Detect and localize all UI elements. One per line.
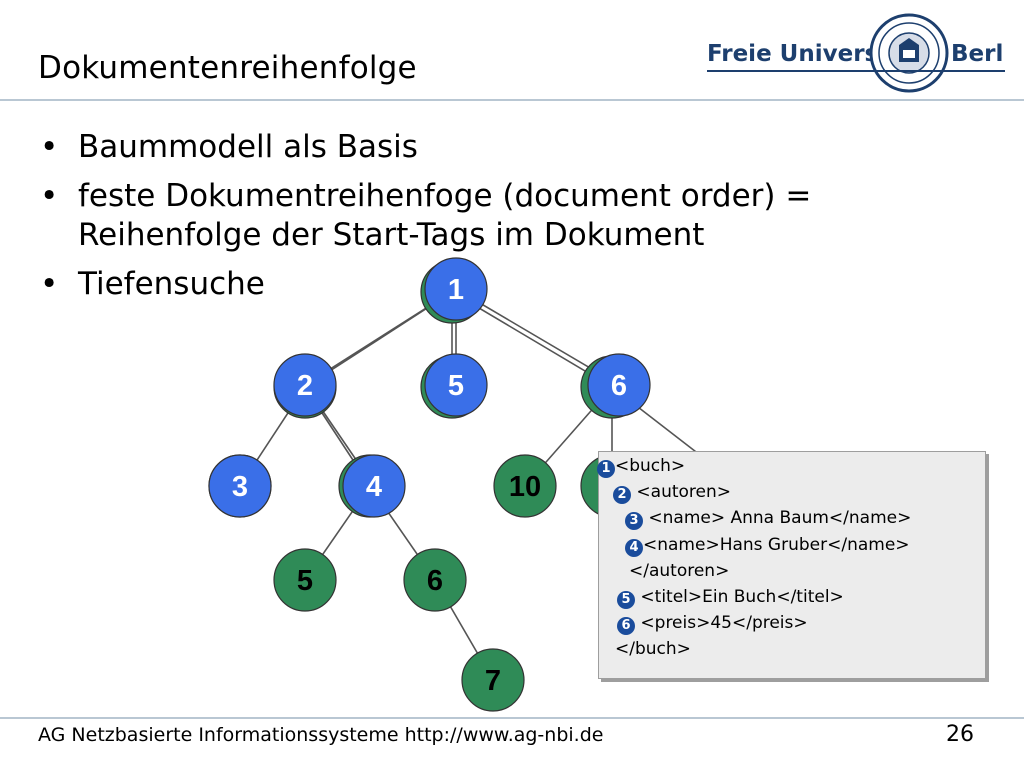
green-node: 7 — [461, 648, 525, 712]
node-label: 5 — [448, 370, 464, 402]
code-line: <autoren> — [631, 482, 731, 503]
logo-text-city: Berlin — [951, 41, 1005, 67]
node-label: 4 — [366, 471, 382, 503]
green-node: 6 — [403, 548, 467, 612]
bullet-text: Tiefensuche — [78, 266, 265, 302]
node-label: 6 — [611, 370, 627, 402]
xml-code-box: 1<buch> 2 <autoren> 3 <name> Anna Baum</na… — [597, 451, 986, 679]
code-line: <buch> — [615, 456, 686, 476]
code-line-badge: 3 — [625, 512, 643, 531]
bullet-dot-icon: • — [40, 129, 59, 165]
blue-node: 1 — [424, 257, 488, 321]
code-line: <name> Anna Baum</name> — [643, 508, 912, 529]
bullet-item: • Baummodell als Basis — [40, 128, 940, 167]
university-logo: Freie Universität Berlin — [707, 13, 1005, 93]
code-line: <titel>Ein Buch</titel> — [635, 587, 844, 607]
bullet-item: • Tiefensuche — [40, 265, 940, 304]
bullet-text: Baummodell als Basis — [78, 129, 418, 165]
footer-text: AG Netzbasierte Informationssysteme http… — [38, 724, 604, 746]
bullet-list: • Baummodell als Basis • feste Dokumentr… — [40, 128, 940, 314]
node-label: 7 — [485, 665, 501, 697]
bullet-dot-icon: • — [40, 266, 59, 302]
bullet-dot-icon: • — [40, 178, 59, 214]
code-line-badge: 6 — [617, 617, 635, 636]
page-number: 26 — [946, 722, 974, 747]
blue-node: 2 — [273, 353, 337, 417]
blue-node: 4 — [342, 454, 406, 518]
node-label: 10 — [509, 471, 541, 503]
bullet-text: feste Dokumentreihenfoge (document order… — [78, 178, 812, 253]
blue-node: 6 — [587, 353, 651, 417]
node-label: 2 — [297, 370, 313, 402]
node-label: 3 — [232, 471, 248, 503]
green-node: 5 — [273, 548, 337, 612]
footer-rule — [0, 717, 1024, 719]
node-label: 5 — [297, 565, 313, 597]
code-line: <preis>45</preis> — [635, 613, 808, 634]
code-line: </autoren> — [629, 560, 730, 581]
blue-node: 5 — [424, 353, 488, 417]
green-node: 10 — [493, 454, 557, 518]
code-line-badge: 1 — [597, 460, 615, 478]
code-line-badge: 4 — [625, 538, 643, 557]
code-line: <name>Hans Gruber</name> — [643, 534, 910, 555]
code-line-badge: 5 — [617, 591, 635, 609]
code-line: </buch> — [615, 639, 691, 660]
blue-node: 3 — [208, 454, 272, 518]
header-rule — [0, 99, 1024, 101]
node-label: 1 — [448, 274, 464, 306]
bullet-item: • feste Dokumentreihenfoge (document ord… — [40, 177, 940, 255]
slide-title: Dokumentenreihenfolge — [38, 50, 417, 86]
code-line-badge: 2 — [613, 486, 631, 505]
node-label: 6 — [427, 565, 443, 597]
